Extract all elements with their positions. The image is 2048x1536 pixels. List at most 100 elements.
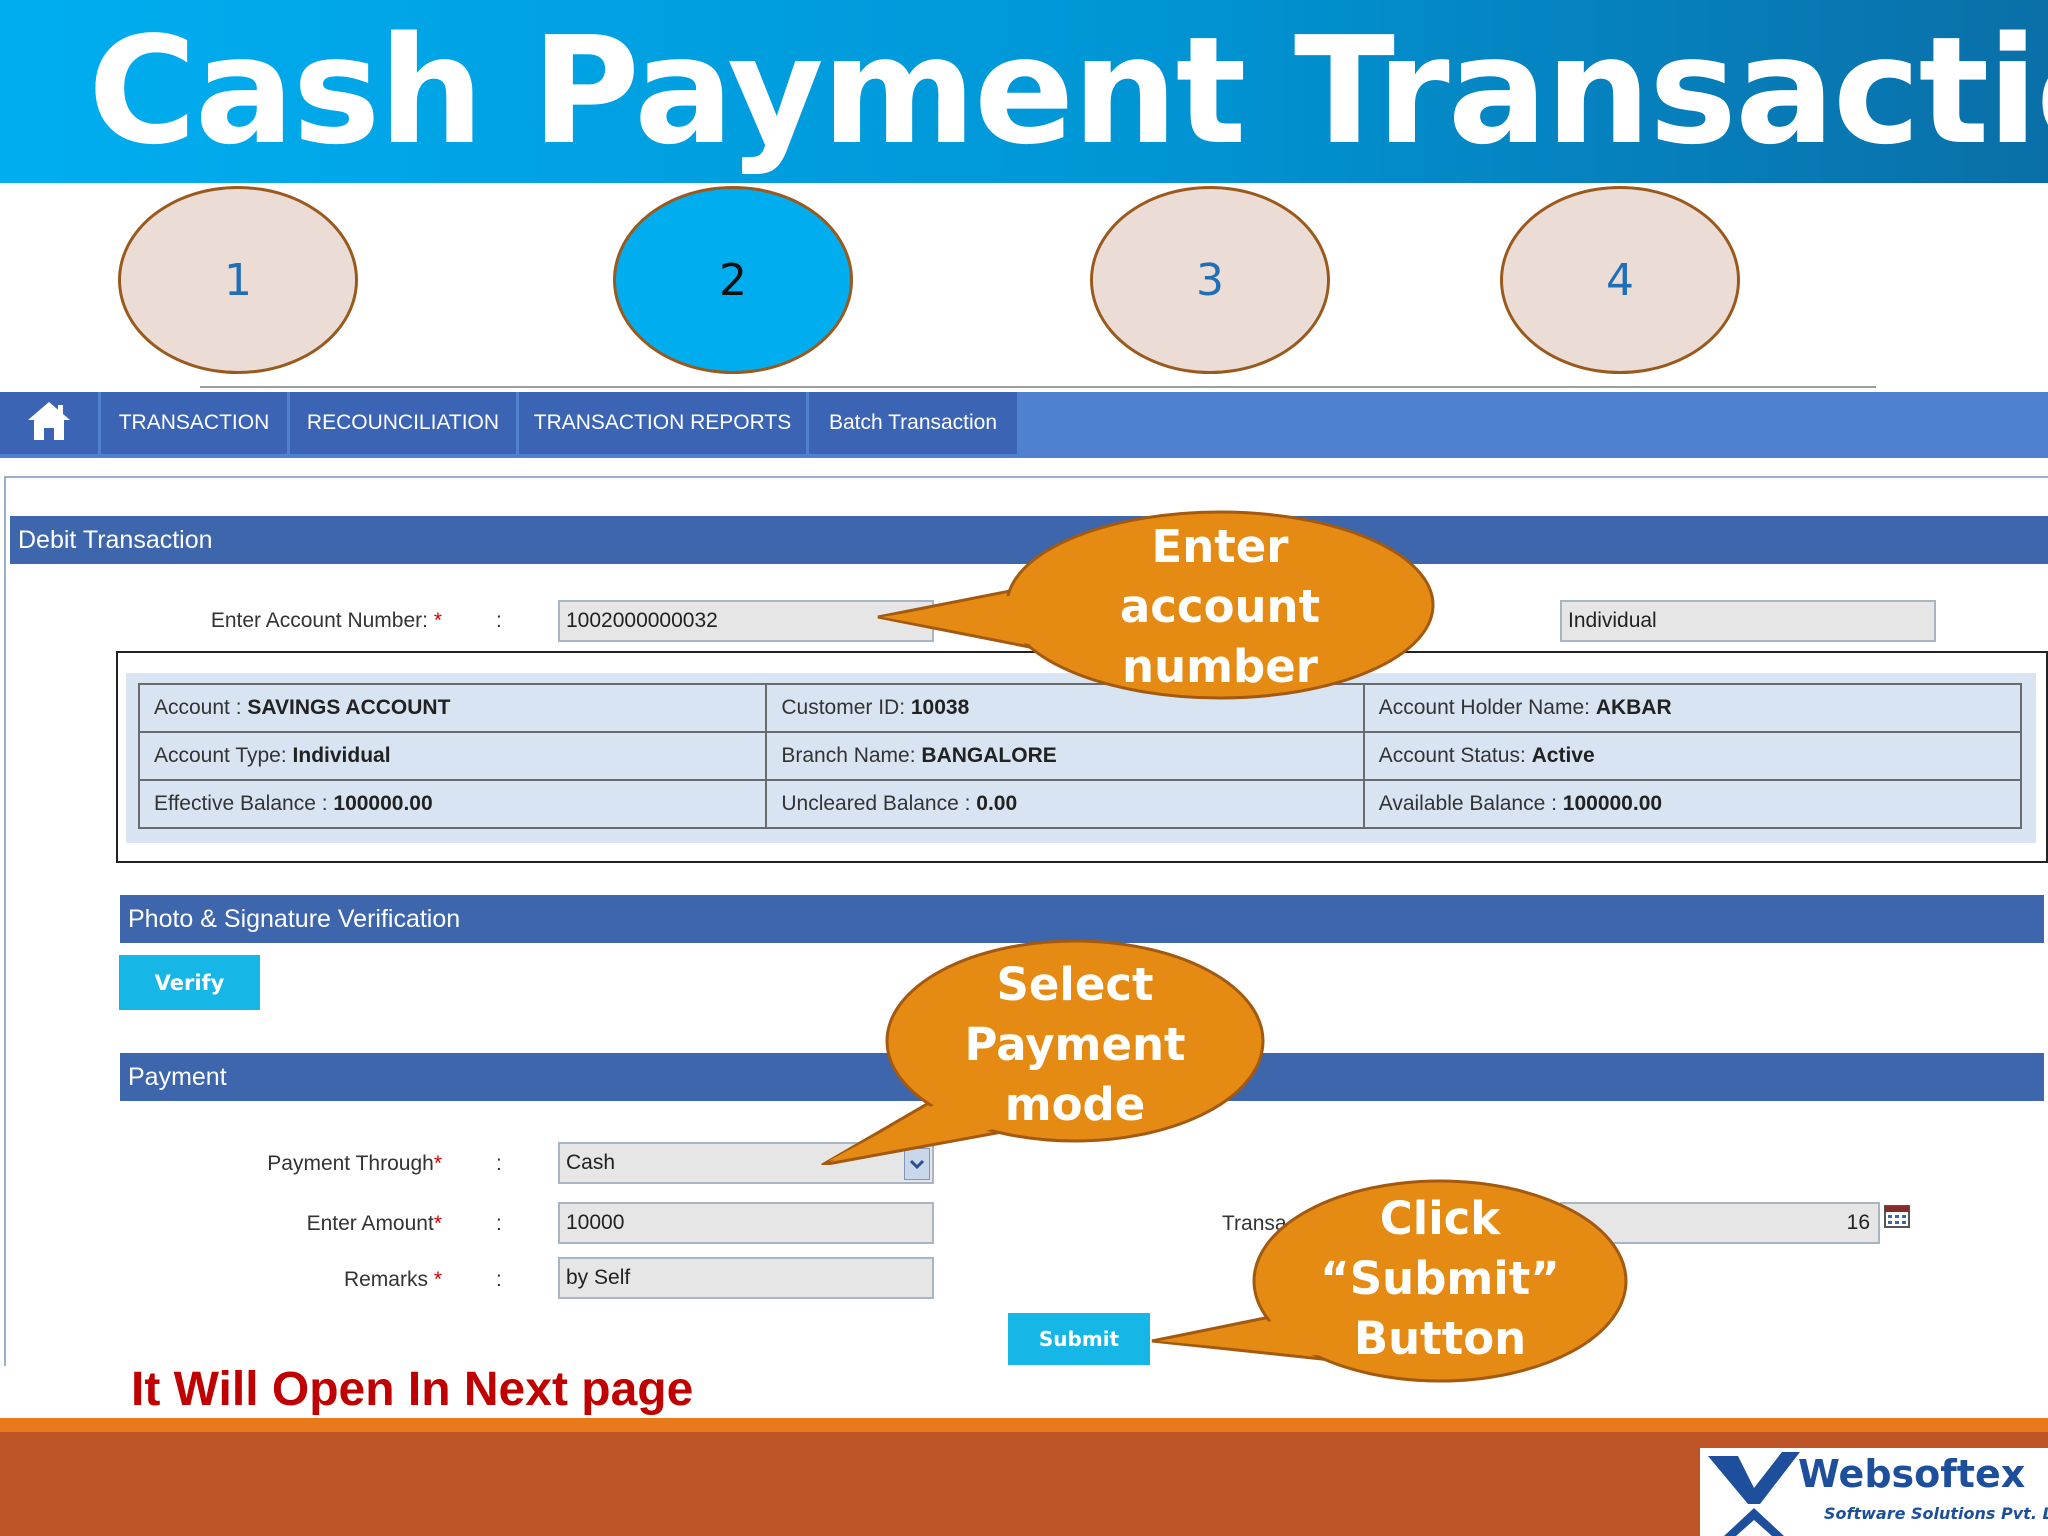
callout-line: Payment	[964, 1018, 1186, 1071]
chevron-down-icon[interactable]	[904, 1148, 930, 1180]
payment-through-label: Payment Through*	[200, 1152, 442, 1176]
divider	[200, 386, 1876, 388]
calendar-icon[interactable]	[1884, 1203, 1910, 1229]
cell-label: Customer ID:	[781, 696, 911, 719]
submit-button[interactable]: Submit	[1008, 1313, 1150, 1365]
cell-label: Branch Name:	[781, 744, 922, 767]
main-nav: TRANSACTION RECOUNCILIATION TRANSACTION …	[0, 392, 2048, 458]
callout-line: number	[1122, 640, 1318, 693]
required-mark: *	[433, 1268, 442, 1291]
debit-transaction-header: Debit Transaction	[10, 516, 2048, 564]
info-cell-status: Account Status: Active	[1362, 731, 2023, 781]
info-cell-account: Account : SAVINGS ACCOUNT	[137, 683, 768, 733]
callout-bubble	[1151, 1179, 1628, 1383]
account-type-field: Individual	[1560, 600, 1936, 642]
section-title: Debit Transaction	[18, 525, 213, 554]
verification-header: Photo & Signature Verification	[120, 895, 2044, 943]
account-info-panel: Account : SAVINGS ACCOUNT Customer ID: 1…	[126, 673, 2036, 843]
label-text: Remarks	[343, 1268, 428, 1291]
required-mark: *	[433, 1152, 442, 1175]
date-value: 16	[1846, 1211, 1870, 1234]
required-mark: *	[433, 1212, 442, 1235]
info-cell-effective-balance: Effective Balance : 100000.00	[137, 779, 768, 829]
callout-line: Enter	[1151, 520, 1289, 573]
cell-value: 100000.00	[1562, 792, 1663, 815]
remarks-label: Remarks *	[200, 1268, 442, 1292]
step-3: 3	[1090, 186, 1330, 374]
account-number-input[interactable]: 1002000000032	[558, 600, 934, 642]
footer-accent-line	[0, 1418, 2048, 1432]
colon: :	[496, 1212, 502, 1235]
enter-amount-label: Enter Amount*	[200, 1212, 442, 1236]
section-title: Photo & Signature Verification	[128, 904, 461, 933]
cell-value: 10038	[910, 696, 970, 719]
account-number-label: Enter Account Number: *	[160, 609, 442, 633]
info-cell-branch: Branch Name: BANGALORE	[765, 731, 1365, 781]
cell-label: Account Holder Name:	[1378, 696, 1596, 719]
required-mark: *	[433, 609, 442, 632]
info-cell-account-type: Account Type: Individual	[137, 731, 768, 781]
cell-label: Effective Balance :	[154, 792, 334, 815]
cell-value: Active	[1531, 744, 1595, 767]
callout-text: Click “Submit” Button	[1250, 1189, 1630, 1369]
callout-enter-account: Enter account number	[870, 505, 1440, 705]
colon: :	[496, 1268, 502, 1291]
step-1: 1	[118, 186, 358, 374]
colon: :	[496, 609, 502, 632]
cell-value: 0.00	[976, 792, 1018, 815]
cell-value: 100000.00	[333, 792, 433, 815]
cell-value: BANGALORE	[921, 744, 1057, 767]
callout-line: Click	[1379, 1192, 1501, 1245]
selected-value: Cash	[566, 1151, 616, 1174]
home-icon	[24, 398, 74, 449]
label-text: Enter Amount	[306, 1212, 434, 1235]
logo-tagline: Software Solutions Pvt. Ltd.	[1824, 1504, 2048, 1523]
info-cell-uncleared-balance: Uncleared Balance : 0.00	[765, 779, 1365, 829]
callout-bubble	[821, 939, 1265, 1165]
cell-label: Account Status:	[1378, 744, 1532, 767]
table-row: Account Type: Individual Branch Name: BA…	[137, 731, 2023, 781]
callout-line: Button	[1353, 1312, 1527, 1365]
step-2: 2	[613, 186, 853, 374]
callout-click-submit: Click “Submit” Button	[1140, 1175, 1640, 1385]
amount-input[interactable]: 10000	[558, 1202, 934, 1244]
colon: :	[496, 1152, 502, 1175]
transaction-date-input[interactable]: 16	[1560, 1202, 1880, 1244]
callout-line: account	[1119, 580, 1321, 633]
next-page-note: It Will Open In Next page	[131, 1363, 694, 1416]
label-text: Enter Account Number:	[210, 609, 428, 632]
callout-text: Select Payment mode	[885, 955, 1265, 1135]
info-cell-holder-name: Account Holder Name: AKBAR	[1362, 683, 2023, 733]
account-info-box: Account : SAVINGS ACCOUNT Customer ID: 1…	[116, 651, 2048, 863]
cell-value: AKBAR	[1595, 696, 1672, 719]
info-cell-available-balance: Available Balance : 100000.00	[1362, 779, 2023, 829]
nav-reconciliation[interactable]: RECOUNCILIATION	[290, 392, 516, 454]
title-banner: Cash Payment Transaction	[0, 0, 2048, 183]
callout-line: mode	[1004, 1078, 1146, 1131]
nav-transaction-reports[interactable]: TRANSACTION REPORTS	[519, 392, 806, 454]
cell-label: Account Type:	[154, 744, 293, 767]
nav-transaction[interactable]: TRANSACTION	[101, 392, 287, 454]
cell-label: Account :	[154, 696, 248, 719]
cell-value: SAVINGS ACCOUNT	[247, 696, 451, 719]
transaction-date-label: Transa	[1222, 1212, 1287, 1235]
table-row: Account : SAVINGS ACCOUNT Customer ID: 1…	[137, 683, 2023, 733]
logo-mark-icon	[1708, 1452, 1800, 1536]
step-4: 4	[1500, 186, 1740, 374]
home-button[interactable]	[0, 392, 98, 454]
websoftex-logo: Websoftex Software Solutions Pvt. Ltd.	[1700, 1448, 2048, 1536]
cell-value: Individual	[292, 744, 391, 767]
remarks-input[interactable]: by Self	[558, 1257, 934, 1299]
account-info-table: Account : SAVINGS ACCOUNT Customer ID: 1…	[137, 683, 2023, 829]
logo-name: Websoftex	[1798, 1452, 2026, 1496]
callout-text: Enter account number	[1010, 517, 1430, 697]
nav-batch-transaction[interactable]: Batch Transaction	[809, 392, 1017, 454]
section-title: Payment	[128, 1062, 227, 1091]
cell-label: Uncleared Balance :	[781, 792, 977, 815]
callout-select-payment: Select Payment mode	[810, 935, 1270, 1165]
callout-bubble	[877, 510, 1435, 700]
cell-label: Available Balance :	[1378, 792, 1563, 815]
verify-button[interactable]: Verify	[119, 955, 260, 1010]
callout-line: Select	[996, 958, 1154, 1011]
